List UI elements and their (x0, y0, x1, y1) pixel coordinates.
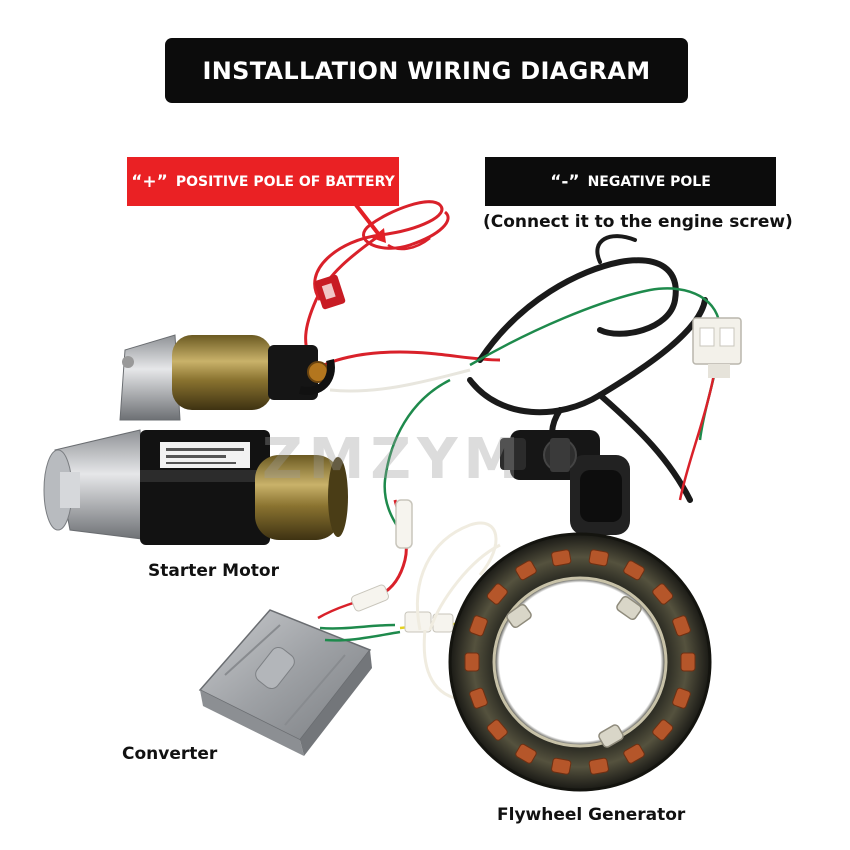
flywheel-generator (448, 532, 712, 792)
stator-coil (672, 615, 691, 637)
negative-pole-label: NEGATIVE POLE (587, 173, 711, 190)
stator-coil (469, 615, 488, 637)
watermark: ZMZYM (262, 427, 525, 492)
flywheel-generator-label: Flywheel Generator (497, 805, 686, 825)
stator-coil (486, 583, 508, 605)
stator-coil (551, 549, 572, 567)
stator-coil (623, 743, 645, 764)
positive-pointer-arrow (354, 203, 386, 243)
starter-motor-label: Starter Motor (148, 561, 279, 581)
converter (198, 609, 372, 756)
negative-symbol: “-” (550, 171, 580, 192)
stator-coil (623, 560, 645, 581)
positive-symbol: “+” (131, 171, 168, 192)
converter-connectors (351, 584, 454, 633)
stator-coil (551, 757, 572, 775)
stator-coils (464, 549, 696, 775)
stator-coil (588, 757, 609, 775)
harness-connector (692, 317, 742, 378)
positive-pole-label: POSITIVE POLE OF BATTERY (175, 173, 395, 190)
stator-mounting-tabs (506, 595, 642, 748)
stator-coil (680, 652, 696, 672)
stator-coil (652, 583, 674, 605)
stator-coil (464, 652, 480, 672)
converter-label: Converter (122, 744, 218, 764)
inline-fuse-holder (395, 499, 413, 549)
starter-motor (43, 334, 348, 545)
ignition-switch (500, 430, 630, 535)
stator-coil (672, 687, 691, 709)
stator-coil (652, 719, 674, 741)
title-banner: INSTALLATION WIRING DIAGRAM (165, 38, 688, 103)
stator-coil (486, 719, 508, 741)
page-title: INSTALLATION WIRING DIAGRAM (202, 56, 651, 85)
positive-pole-banner: “+” POSITIVE POLE OF BATTERY (127, 157, 399, 206)
positive-terminal (314, 274, 346, 310)
negative-pole-banner: “-” NEGATIVE POLE (485, 157, 776, 206)
stator-coil (515, 560, 537, 581)
stator-coil (515, 743, 537, 764)
negative-pole-note: (Connect it to the engine screw) (483, 212, 793, 232)
stator-coil (469, 687, 488, 709)
stator-coil (588, 549, 609, 567)
